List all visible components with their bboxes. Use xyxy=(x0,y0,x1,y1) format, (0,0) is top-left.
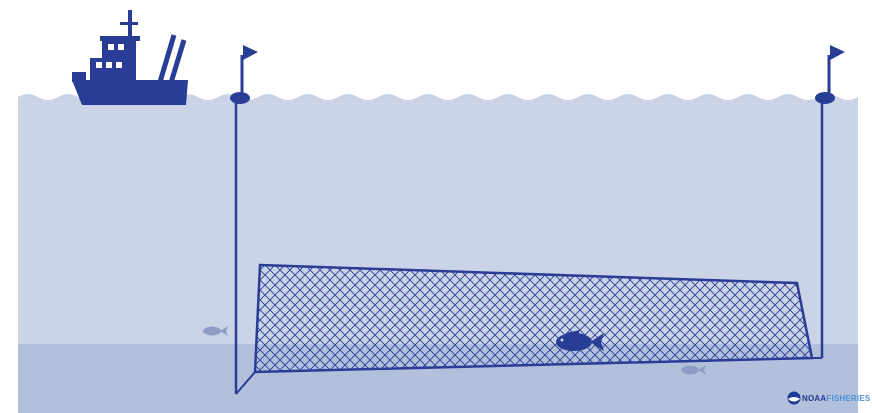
noaa-logo-icon xyxy=(787,391,801,405)
left-bridle xyxy=(235,371,256,395)
logo-fisheries-text: FISHERIES xyxy=(826,394,871,403)
buoy-flag-icon xyxy=(230,45,258,104)
logo-noaa-text: NOAA xyxy=(802,394,827,403)
fish-icon xyxy=(681,365,706,375)
gillnet-icon xyxy=(253,263,814,374)
noaa-fisheries-logo: NOAAFISHERIES xyxy=(802,394,870,404)
fishing-boat-icon xyxy=(72,10,188,105)
buoy-flag-icon xyxy=(815,45,845,104)
fish-icon xyxy=(203,326,228,336)
fish-icon xyxy=(556,330,604,351)
